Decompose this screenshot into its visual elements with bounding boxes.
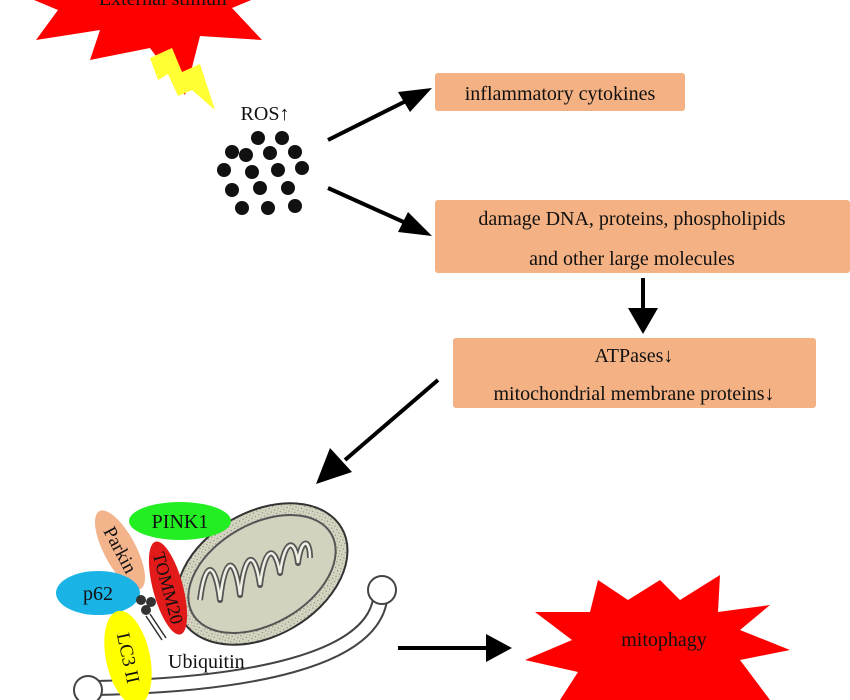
p62-label: p62: [83, 583, 113, 605]
atp-text-line1: ATPases↓: [595, 345, 674, 367]
cytokines-box: inflammatory cytokines: [435, 73, 685, 111]
arrow-to-mitophagy: [398, 634, 512, 662]
pink1-label: PINK1: [152, 511, 209, 533]
pink1-protein: PINK1: [129, 502, 231, 540]
stimulus-label: External stimuli: [99, 0, 228, 10]
p62-protein: p62: [56, 571, 140, 615]
mitophagy-label: mitophagy: [621, 629, 707, 651]
lc3-protein: LC3 II: [104, 610, 152, 700]
lightning-bolt: [150, 48, 215, 110]
atp-text-line2: mitochondrial membrane proteins↓: [493, 383, 774, 405]
phagophore-membrane: [73, 575, 397, 700]
cytokines-text: inflammatory cytokines: [465, 83, 656, 105]
arrow-damage-to-atp: [628, 278, 658, 334]
ros-dot-cluster: [217, 131, 309, 215]
ros-label: ROS↑: [241, 103, 290, 125]
mitophagy-starburst-shape: [525, 575, 790, 700]
external-stimuli-burst: External stimuli: [34, 0, 262, 95]
atp-box: ATPases↓ mitochondrial membrane proteins…: [453, 338, 816, 408]
damage-text-line2: and other large molecules: [529, 248, 735, 270]
stimulus-starburst-shape: [34, 0, 262, 95]
arrow-atp-to-mitochondrion: [316, 378, 440, 484]
arrow-ros-to-cytokines: [327, 88, 432, 142]
damage-box: damage DNA, proteins, phospholipids and …: [435, 200, 850, 273]
mitophagy-burst: mitophagy: [525, 575, 790, 700]
damage-text-line1: damage DNA, proteins, phospholipids: [478, 208, 785, 230]
arrow-ros-to-damage: [327, 186, 432, 236]
ubiquitin-chain: [136, 595, 167, 641]
mitochondrion: [175, 502, 349, 646]
ubiquitin-label: Ubiquitin: [168, 651, 245, 673]
